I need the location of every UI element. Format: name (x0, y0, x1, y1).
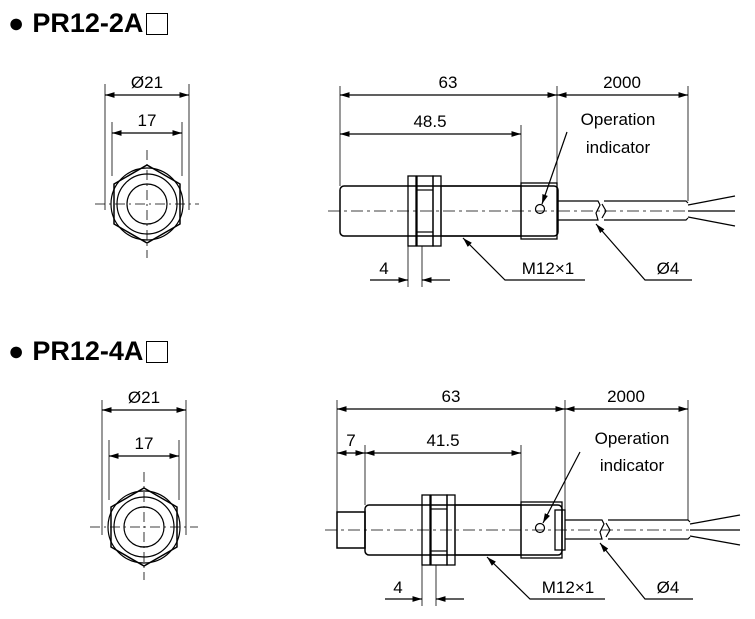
body-length-label: 41.5 (426, 431, 459, 450)
side-view-2 (325, 400, 741, 606)
total-length-label: 63 (442, 387, 461, 406)
indicator-label-line1: Operation (595, 429, 670, 448)
cable-length-label: 2000 (607, 387, 645, 406)
front-inner-label: 17 (138, 111, 157, 130)
indicator-label-line1: Operation (581, 110, 656, 129)
indicator-label-line2: indicator (600, 456, 665, 475)
front-view-2 (90, 400, 198, 580)
indicator-label-line2: indicator (586, 138, 651, 157)
body-length-label: 48.5 (413, 112, 446, 131)
bullet: ● (8, 336, 25, 366)
front-outer-dia-label: Ø21 (128, 388, 160, 407)
thread-label: M12×1 (542, 578, 594, 597)
model-suffix-box (146, 340, 169, 363)
nut-width-label: 4 (379, 259, 388, 278)
cable-dia-label: Ø4 (657, 578, 680, 597)
section-title-pr12-4a: ● PR12-4A (8, 336, 169, 367)
cable-length-label: 2000 (603, 73, 641, 92)
front-view-1 (95, 84, 199, 258)
model-suffix-box (146, 12, 169, 35)
front-outer-dia-label: Ø21 (131, 73, 163, 92)
thread-label: M12×1 (522, 259, 574, 278)
model-name: PR12-4A (32, 336, 144, 366)
cable-dia-label: Ø4 (657, 259, 680, 278)
model-name: PR12-2A (32, 8, 144, 38)
section-title-pr12-2a: ● PR12-2A (8, 8, 169, 39)
side-view-1 (328, 86, 736, 287)
nut-width-label: 4 (393, 578, 402, 597)
head-length-label: 7 (346, 431, 355, 450)
front-inner-label: 17 (135, 434, 154, 453)
bullet: ● (8, 8, 25, 38)
total-length-label: 63 (439, 73, 458, 92)
